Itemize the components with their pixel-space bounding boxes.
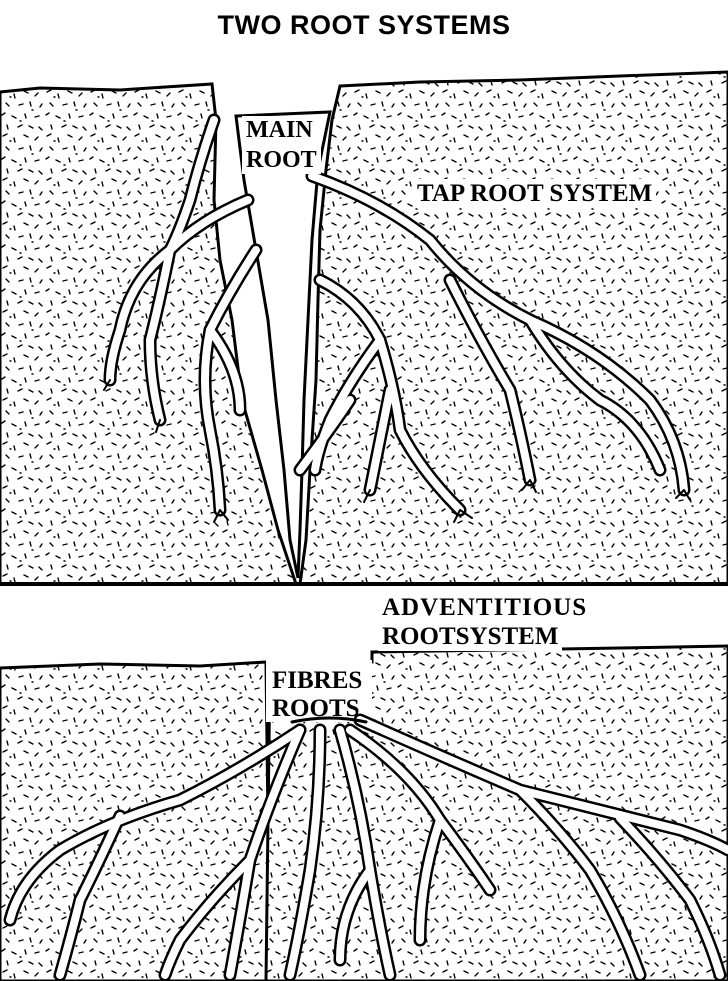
- main-root-label-line2: ROOT: [242, 146, 321, 174]
- fibres-roots-label-line2: ROOTS: [272, 696, 360, 721]
- adventitious-label-line2: ROOTSYSTEM: [378, 622, 562, 651]
- tap-root-panel: [0, 72, 728, 584]
- adventitious-label-line1: ADVENTITIOUS: [378, 593, 591, 622]
- diagram-title: TWO ROOT SYSTEMS: [0, 12, 728, 39]
- main-root-label-line1: MAIN: [242, 116, 317, 144]
- tap-root-system-label: TAP ROOT SYSTEM: [413, 179, 656, 208]
- soil-block-right: [300, 72, 728, 584]
- fibres-roots-label-line1: FIBRES: [272, 668, 362, 693]
- fibrous-root-panel: [0, 646, 728, 981]
